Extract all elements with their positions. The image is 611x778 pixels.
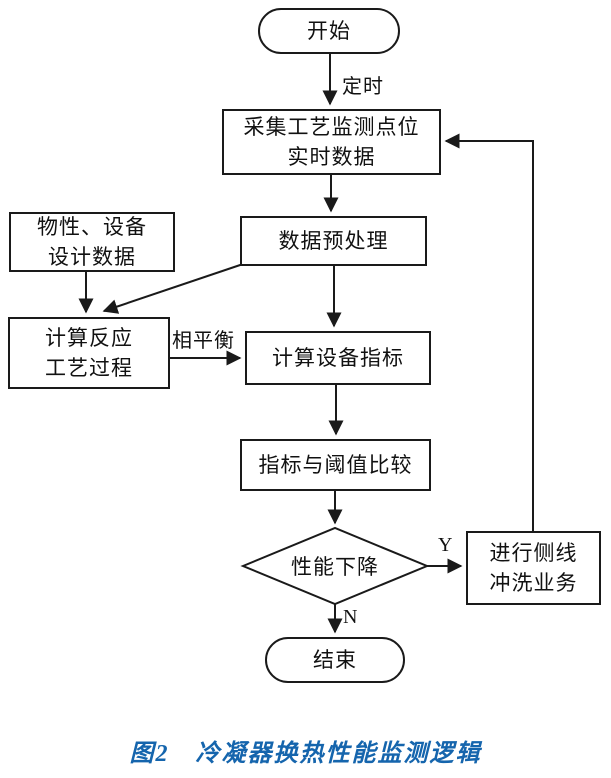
- node-decision: 性能下降: [243, 528, 427, 604]
- edge-label-no: N: [343, 606, 359, 628]
- node-calc-process-line1: 计算反应: [45, 326, 133, 350]
- edge-label-timer: 定时: [342, 76, 384, 98]
- node-collect-data: 采集工艺监测点位 实时数据: [222, 109, 441, 175]
- node-flush-line1: 进行侧线: [489, 541, 578, 565]
- node-design-line2: 设计数据: [48, 245, 136, 269]
- node-start: 开始: [258, 8, 400, 54]
- figure-caption: 图2 冷凝器换热性能监测逻辑: [129, 741, 482, 767]
- node-calc-metrics: 计算设备指标: [245, 331, 431, 385]
- node-end-label: 结束: [313, 648, 357, 672]
- node-preprocess-label: 数据预处理: [278, 229, 389, 253]
- node-collect-line2: 实时数据: [287, 145, 376, 169]
- node-decision-label: 性能下降: [291, 555, 379, 579]
- node-design-line1: 物性、设备: [37, 215, 147, 239]
- node-start-label: 开始: [307, 19, 351, 43]
- node-calc-process: 计算反应 工艺过程: [8, 317, 170, 389]
- edge-label-phase-equilibrium: 相平衡: [172, 330, 235, 352]
- node-flush-line2: 冲洗业务: [489, 571, 578, 595]
- node-calc-process-line2: 工艺过程: [45, 356, 133, 380]
- node-design-data: 物性、设备 设计数据: [9, 212, 175, 272]
- node-calc-metrics-label: 计算设备指标: [272, 346, 404, 370]
- node-compare-label: 指标与阈值比较: [258, 453, 413, 477]
- node-end: 结束: [265, 637, 405, 683]
- node-preprocess: 数据预处理: [240, 216, 427, 266]
- node-flush: 进行侧线 冲洗业务: [466, 531, 601, 605]
- edge-label-yes: Y: [438, 534, 454, 556]
- node-compare-threshold: 指标与阈值比较: [240, 439, 431, 491]
- node-collect-line1: 采集工艺监测点位: [243, 115, 420, 139]
